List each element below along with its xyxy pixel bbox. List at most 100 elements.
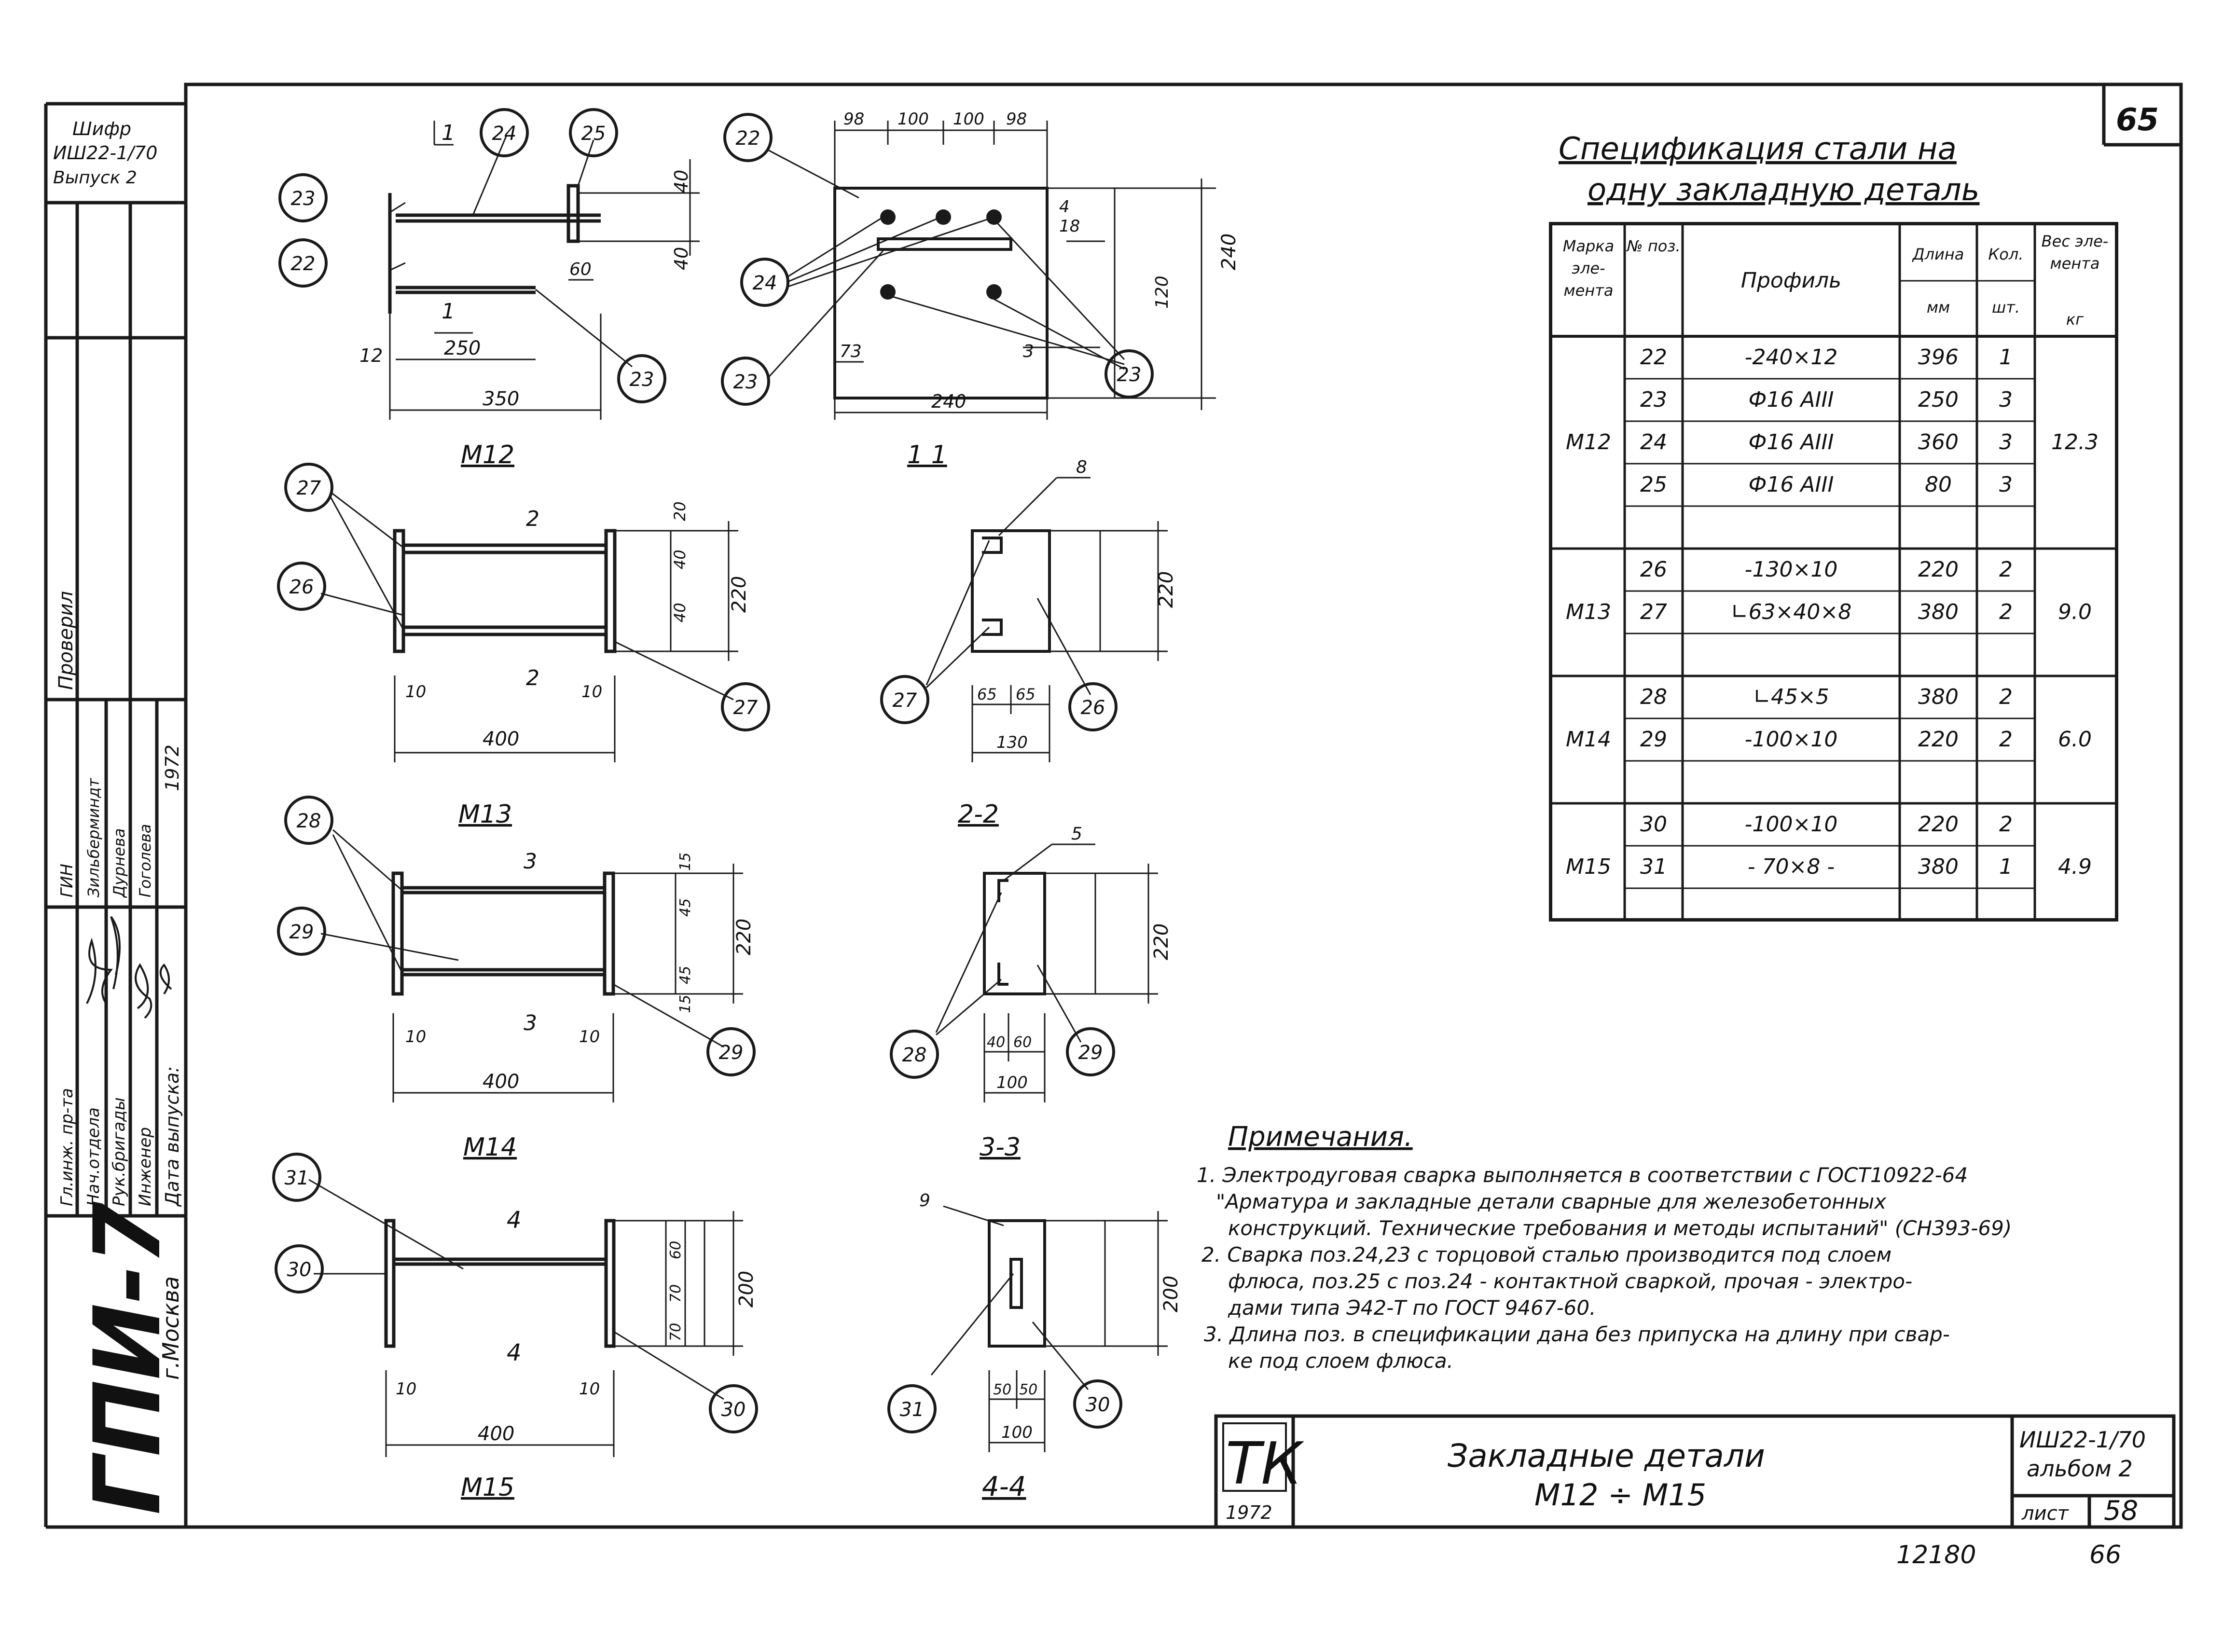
- m15-dim-400: 400: [478, 1423, 514, 1445]
- cell-profile: Ф16 AIII: [1748, 387, 1834, 412]
- s11-dim-65b: 65: [1016, 685, 1036, 703]
- stamp-title-1: Закладные детали: [1448, 1437, 1765, 1474]
- callouts: 24 25 23 22 23 22 24 23 23 27 26 27 27 2…: [272, 108, 1154, 1433]
- cell-profile: ∟63×40×8: [1730, 600, 1852, 624]
- check-label: Проверил: [55, 591, 77, 690]
- plan-dim-98a: 98: [843, 110, 864, 129]
- cell-profile: - 70×8 -: [1747, 854, 1835, 879]
- callout-24b: 24: [753, 272, 777, 294]
- spec-title-1: Спецификация стали на: [1559, 131, 1957, 167]
- note-line-7: 3. Длина поз. в спецификации дана без пр…: [1204, 1322, 1950, 1346]
- cell-pos: 29: [1640, 727, 1667, 752]
- cell-pos: 28: [1640, 685, 1667, 709]
- m12-weld-marks: [880, 209, 1002, 300]
- section-3-3: [988, 1219, 1046, 1348]
- cell-profile: -240×12: [1744, 345, 1838, 370]
- callout-23b: 23: [630, 369, 654, 391]
- cell-length: 220: [1918, 557, 1959, 582]
- s11-dim-130: 130: [996, 733, 1028, 752]
- s22-dim-100: 100: [996, 1073, 1028, 1092]
- cell-profile: Ф16 AIII: [1748, 472, 1834, 497]
- city-name: г.Москва: [158, 1276, 184, 1380]
- m14-dim-10a: 10: [405, 1027, 426, 1046]
- plan-dim-18: 18: [1059, 217, 1080, 236]
- note-line-2: "Арматура и закладные детали сварные для…: [1216, 1190, 1887, 1213]
- callout-23d: 23: [1117, 364, 1142, 386]
- m14-view: [391, 871, 615, 996]
- m12-cut1-top: 1: [442, 121, 455, 145]
- notes: Примечания. 1. Электродуговая сварка вып…: [1197, 1121, 2012, 1373]
- callout-31a: 31: [285, 1167, 309, 1189]
- cell-mark: М14: [1566, 727, 1611, 752]
- cell-profile: ∟45×5: [1753, 685, 1829, 709]
- m12-dim-40b: 40: [671, 247, 692, 270]
- plan-dim-4: 4: [1059, 197, 1070, 217]
- m14-dim-15b: 15: [677, 995, 694, 1013]
- cell-qty: 1: [1999, 345, 2013, 370]
- m13-dim-20: 20: [671, 501, 689, 521]
- col-header-length-unit: мм: [1926, 298, 1950, 317]
- note-line-3: конструкций. Технические требования и ме…: [1228, 1216, 2012, 1240]
- sheet-number: 65: [2116, 102, 2159, 138]
- callout-24a: 24: [492, 123, 517, 145]
- s22-dim-220: 220: [1150, 923, 1173, 960]
- cell-length: 250: [1918, 387, 1959, 412]
- cell-pos: 30: [1640, 812, 1667, 837]
- cell-mark: М13: [1566, 600, 1611, 624]
- col-header-pos: № поз.: [1627, 237, 1681, 255]
- cell-mark: М12: [1566, 430, 1611, 454]
- stamp-sheet-number: 58: [2104, 1495, 2138, 1527]
- m13-dim-220: 220: [728, 576, 750, 613]
- section-1-1: [971, 529, 1051, 653]
- col-header-qty: Кол.: [1988, 245, 2024, 263]
- cell-qty: 2: [1999, 812, 2013, 837]
- m12-label: М12: [461, 441, 514, 469]
- cell-length: 380: [1918, 854, 1959, 879]
- spec-title-2: одну закладную деталь: [1588, 172, 1979, 208]
- role-4: Инженер: [136, 1127, 155, 1206]
- callout-23a: 23: [291, 188, 316, 210]
- callout-22b: 22: [736, 127, 760, 150]
- cell-mark: М15: [1566, 854, 1611, 879]
- m13-dim-40a: 40: [671, 550, 689, 569]
- section-2-2: [983, 872, 1046, 995]
- s22-dim-60: 60: [1013, 1034, 1032, 1051]
- section-2-2-label: 2-2: [958, 800, 999, 829]
- callout-30a: 30: [287, 1259, 312, 1281]
- m14-dim-45b: 45: [677, 966, 694, 984]
- spec-table-grid: [1552, 225, 2115, 918]
- cell-weight: 9.0: [2058, 600, 2092, 624]
- col-header-qty-unit: шт.: [1991, 298, 2020, 317]
- callout-30b: 30: [721, 1399, 746, 1421]
- cell-pos: 27: [1640, 600, 1667, 624]
- cell-profile: -130×10: [1744, 557, 1838, 582]
- m15-view: [384, 1219, 616, 1348]
- cell-qty: 2: [1999, 685, 2013, 709]
- m14-dim-15a: 15: [677, 853, 694, 871]
- cell-pos: 26: [1640, 557, 1667, 582]
- note-line-6: дами типа Э42-Т по ГОСТ 9467-60.: [1228, 1296, 1596, 1320]
- cell-qty: 2: [1999, 557, 2013, 582]
- cell-qty: 3: [1999, 472, 2013, 497]
- stamp-album: альбом 2: [2027, 1456, 2133, 1482]
- m12-view: [388, 184, 601, 314]
- m14-cut3-bottom: 3: [524, 1011, 537, 1035]
- cipher-code: ИШ22-1/70: [53, 142, 157, 164]
- m13-view: [393, 529, 617, 653]
- cell-weight: 6.0: [2058, 727, 2092, 752]
- cipher-label: Шифр: [72, 118, 131, 139]
- cell-length: 380: [1918, 685, 1959, 709]
- cell-length: 380: [1918, 600, 1959, 624]
- m14-dim-400: 400: [483, 1071, 519, 1093]
- signatures: [86, 916, 172, 1019]
- issue-label: Выпуск 2: [53, 168, 137, 188]
- s11-dim-220: 220: [1155, 571, 1177, 608]
- role-1: Гл.инж. пр-та: [57, 1088, 77, 1206]
- m13-label: М13: [458, 800, 512, 829]
- callout-28a: 28: [297, 810, 321, 832]
- m15-cut4-bottom: 4: [507, 1339, 522, 1366]
- stamp-sheet-label: лист: [2021, 1502, 2070, 1525]
- plan-dim-100a: 100: [897, 110, 929, 129]
- col-header-mark: Марка эле-мента: [1562, 237, 1615, 300]
- cell-qty: 3: [1999, 430, 2013, 454]
